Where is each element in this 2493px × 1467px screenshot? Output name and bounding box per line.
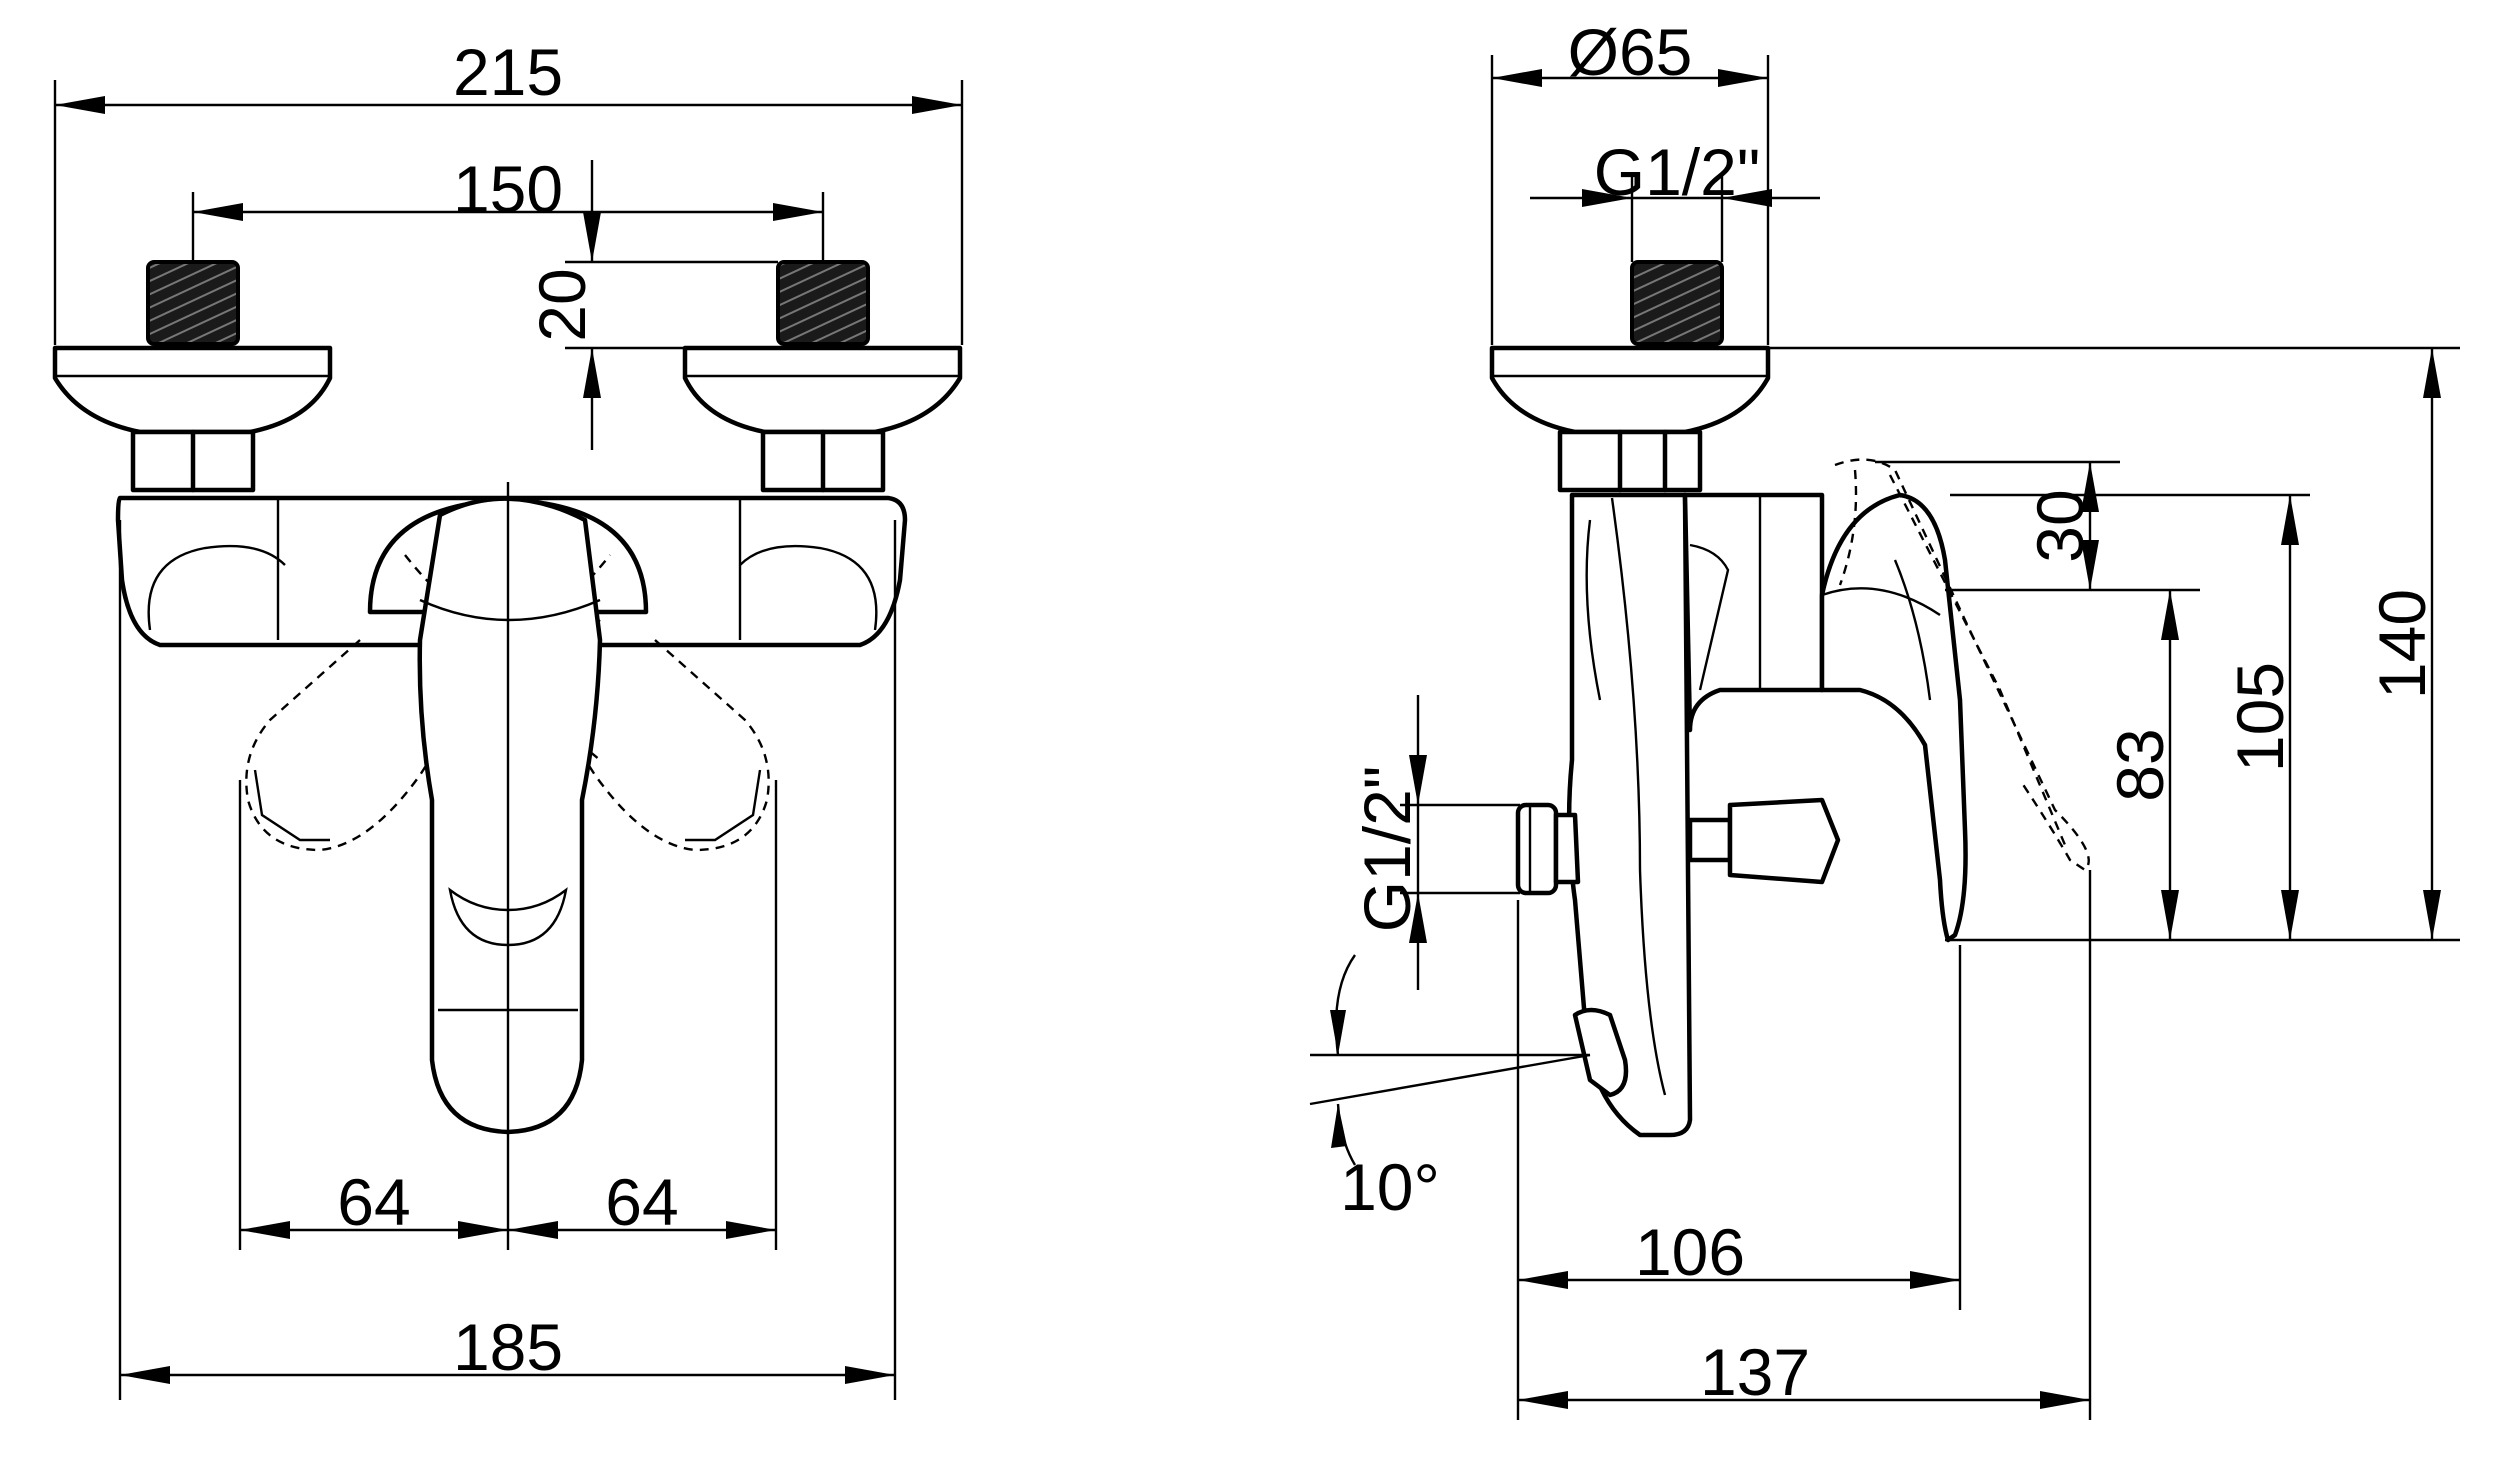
dim-106-label: 106 — [1635, 1215, 1745, 1289]
dim-137: 137 — [1518, 870, 2092, 1420]
left-hex-nut — [130, 429, 256, 493]
side-lever — [1819, 492, 1968, 943]
side-view: Ø65 G1/2" G1/2" 10° — [1309, 15, 2460, 1420]
dim-64-64: 64 64 — [238, 780, 778, 1250]
cartridge-housing — [1682, 492, 1825, 733]
side-ghost-lever — [1834, 458, 2090, 872]
dim-d65-label: Ø65 — [1568, 15, 1693, 89]
dim-30: 30 — [1875, 460, 2200, 592]
dim-angle-label: 10° — [1340, 1150, 1440, 1224]
dim-64-left-label: 64 — [337, 1165, 410, 1239]
diverter-knob — [1687, 797, 1841, 885]
dim-185: 185 — [118, 520, 897, 1400]
dim-64-right-label: 64 — [605, 1165, 678, 1239]
dim-140-label: 140 — [2365, 589, 2439, 699]
left-escutcheon — [52, 345, 333, 435]
dim-20-label: 20 — [525, 268, 599, 341]
dim-30-label: 30 — [2023, 489, 2097, 562]
front-view: 215 150 20 — [52, 35, 964, 1400]
dim-angle: 10° — [1309, 954, 1591, 1224]
dim-150: 150 — [191, 152, 825, 262]
ghost-handle-left — [245, 639, 477, 852]
dim-106: 106 — [1516, 900, 1962, 1420]
dim-83-label: 83 — [2103, 728, 2177, 801]
dim-d65: Ø65 — [1490, 15, 1770, 345]
dim-105-label: 105 — [2223, 662, 2297, 772]
dim-185-label: 185 — [453, 1310, 563, 1384]
right-escutcheon — [682, 345, 963, 435]
dim-150-label: 150 — [453, 152, 563, 226]
ghost-handle-right — [538, 639, 770, 852]
dim-outlet-thread: G1/2" — [1350, 695, 1520, 990]
dim-83: 83 — [1945, 590, 2460, 942]
dim-20: 20 — [525, 160, 778, 450]
spout-mouth — [1572, 1007, 1629, 1098]
dim-215-label: 215 — [453, 35, 563, 109]
dim-137-label: 137 — [1700, 1335, 1810, 1409]
dim-outlet-thread-label: G1/2" — [1350, 766, 1424, 933]
dim-140: 140 — [1768, 346, 2460, 940]
side-escutcheon — [1489, 345, 1771, 435]
outlet-nipple — [1515, 802, 1581, 896]
right-inlet-thread — [776, 260, 870, 346]
side-inlet-thread — [1630, 260, 1724, 346]
dim-215: 215 — [53, 35, 964, 345]
left-inlet-thread — [146, 260, 240, 346]
right-hex-nut — [760, 429, 886, 493]
dim-inlet-thread: G1/2" — [1530, 135, 1820, 262]
side-hex-nut — [1557, 429, 1703, 493]
main-lever — [417, 496, 603, 1135]
lever-grip — [448, 887, 568, 947]
dim-105: 105 — [1950, 493, 2310, 940]
dim-inlet-thread-label: G1/2" — [1594, 135, 1761, 209]
